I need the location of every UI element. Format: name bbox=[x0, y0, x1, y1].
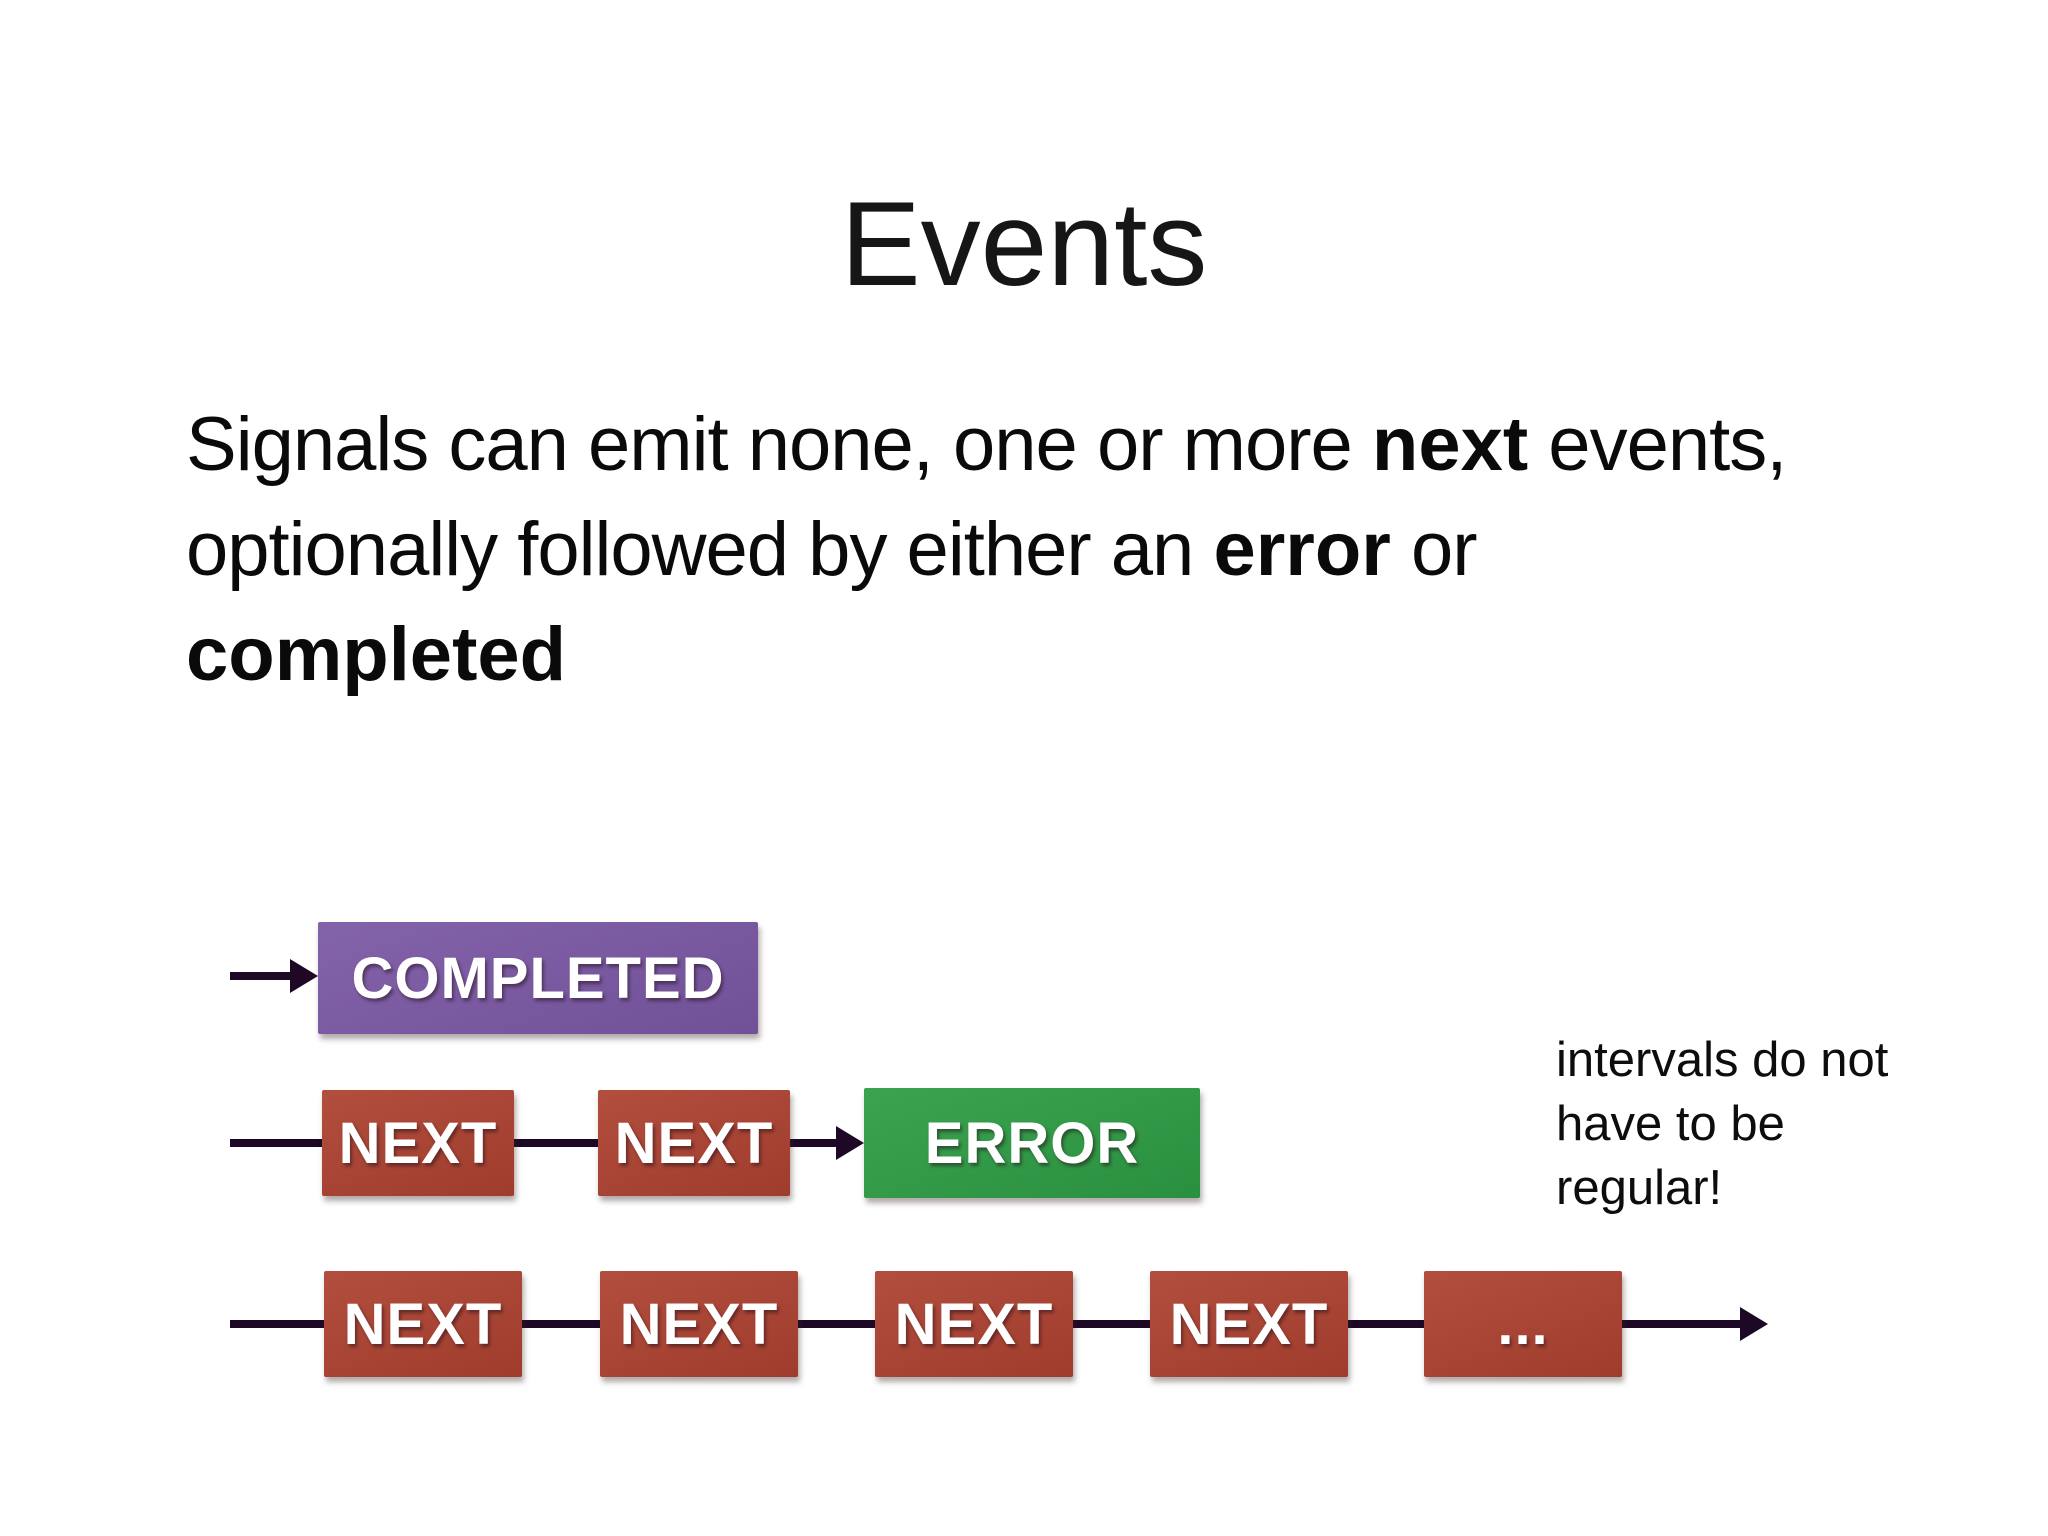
next-box: NEXT bbox=[324, 1271, 522, 1377]
ellipsis-box: ... bbox=[1424, 1271, 1622, 1377]
arrow-line bbox=[230, 972, 292, 980]
note-text: intervals do not have to be regular! bbox=[1556, 1028, 1976, 1220]
next-box: NEXT bbox=[600, 1271, 798, 1377]
next-box: NEXT bbox=[598, 1090, 790, 1196]
next-box: NEXT bbox=[875, 1271, 1073, 1377]
note-line: regular! bbox=[1556, 1161, 1723, 1215]
arrow-head-icon bbox=[1740, 1307, 1768, 1341]
next-box-label: NEXT bbox=[343, 1291, 503, 1357]
body-line: optionally followed by either an error o… bbox=[186, 507, 1478, 592]
next-box: NEXT bbox=[1150, 1271, 1348, 1377]
completed-box-label: COMPLETED bbox=[351, 945, 725, 1011]
next-box: NEXT bbox=[322, 1090, 514, 1196]
next-box-label: NEXT bbox=[894, 1291, 1054, 1357]
next-box-label: NEXT bbox=[338, 1110, 498, 1176]
arrow-head-icon bbox=[836, 1126, 864, 1160]
body-line: Signals can emit none, one or more next … bbox=[186, 402, 1787, 487]
arrow-line bbox=[230, 1139, 838, 1147]
ellipsis-box-label: ... bbox=[1497, 1291, 1549, 1357]
error-box-label: ERROR bbox=[924, 1110, 1140, 1176]
next-box-label: NEXT bbox=[614, 1110, 774, 1176]
next-box-label: NEXT bbox=[619, 1291, 779, 1357]
error-box: ERROR bbox=[864, 1088, 1200, 1198]
body-text: Signals can emit none, one or more next … bbox=[186, 392, 1946, 707]
completed-box: COMPLETED bbox=[318, 922, 758, 1034]
note-line: have to be bbox=[1556, 1097, 1785, 1151]
next-box-label: NEXT bbox=[1169, 1291, 1329, 1357]
arrow-head-icon bbox=[290, 959, 318, 993]
page-title: Events bbox=[840, 177, 1208, 312]
note-line: intervals do not bbox=[1556, 1033, 1889, 1087]
body-line: completed bbox=[186, 612, 567, 697]
